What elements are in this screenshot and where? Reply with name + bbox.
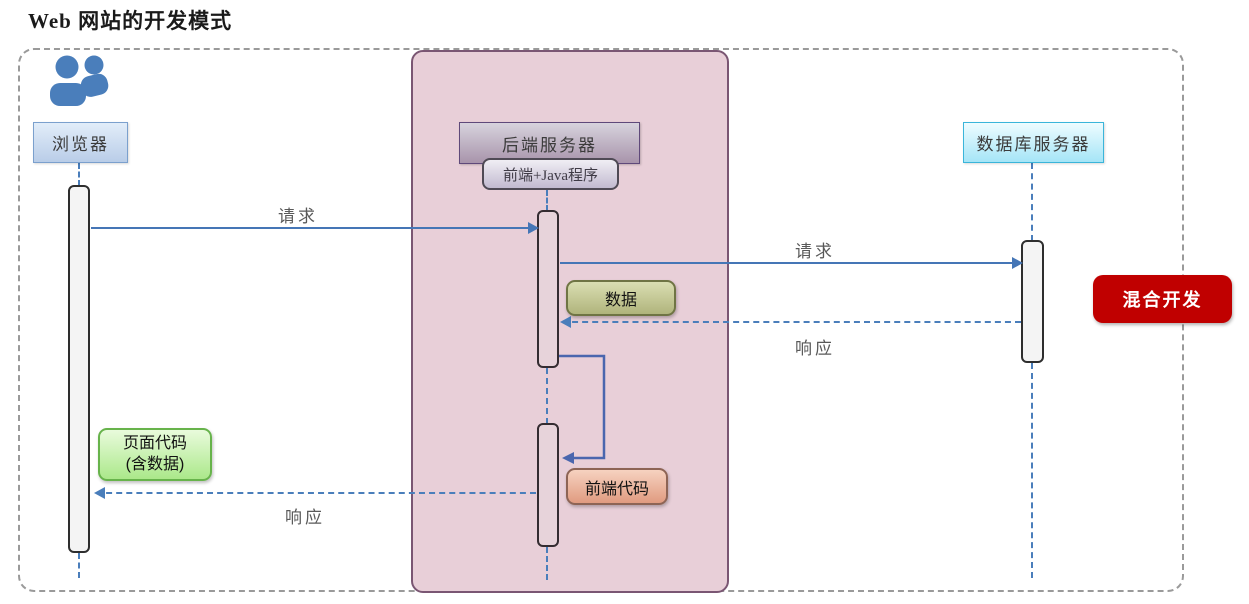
arrow-request-browser-to-backend bbox=[91, 222, 539, 234]
backend-lifeline bbox=[546, 190, 548, 211]
database-lifeline bbox=[1031, 163, 1033, 241]
arrowhead-left-icon bbox=[94, 487, 105, 499]
database-lifeline bbox=[1031, 363, 1033, 578]
hybrid-development-badge-label: 混合开发 bbox=[1122, 290, 1203, 310]
arrow-response-backend-to-browser bbox=[94, 487, 536, 499]
arrowhead-left-icon bbox=[560, 316, 571, 328]
arrow-response-database-to-backend bbox=[560, 316, 1021, 328]
backend-activation-bar-1 bbox=[537, 210, 559, 368]
database-activation-bar bbox=[1021, 240, 1044, 363]
backend-sublabel-box: 前端+Java程序 bbox=[482, 158, 619, 190]
actor-database-server: 数据库服务器 bbox=[963, 122, 1104, 163]
actor-browser-label: 浏览器 bbox=[52, 135, 109, 154]
actor-database-label: 数据库服务器 bbox=[976, 135, 1091, 154]
actor-backend-server: 后端服务器 bbox=[459, 122, 640, 164]
note-page-code-line2: (含数据) bbox=[125, 455, 185, 473]
actor-browser: 浏览器 bbox=[33, 122, 128, 163]
note-page-code-line1: 页面代码 bbox=[122, 434, 187, 452]
backend-lifeline bbox=[546, 368, 548, 424]
note-data: 数据 bbox=[566, 280, 676, 316]
note-frontend-code-label: 前端代码 bbox=[584, 480, 649, 498]
label-response-2: 响应 bbox=[285, 508, 325, 527]
label-response-1: 响应 bbox=[795, 339, 835, 358]
hybrid-development-badge: 混合开发 bbox=[1093, 275, 1232, 323]
users-icon bbox=[50, 55, 109, 106]
note-frontend-code: 前端代码 bbox=[566, 468, 668, 505]
arrowhead-right-icon bbox=[528, 222, 539, 234]
backend-lifeline bbox=[546, 547, 548, 580]
browser-lifeline bbox=[78, 553, 80, 578]
arrowhead-right-icon bbox=[1012, 257, 1023, 269]
backend-sublabel: 前端+Java程序 bbox=[502, 167, 599, 184]
backend-activation-bar-2 bbox=[537, 423, 559, 547]
browser-lifeline bbox=[78, 163, 80, 186]
actor-backend-label: 后端服务器 bbox=[502, 135, 597, 155]
arrow-request-backend-to-database bbox=[560, 257, 1023, 269]
note-page-code: 页面代码 (含数据) bbox=[98, 428, 212, 481]
note-data-label: 数据 bbox=[604, 292, 637, 309]
label-request-2: 请求 bbox=[795, 242, 835, 261]
page-title: Web 网站的开发模式 bbox=[28, 9, 233, 33]
label-request-1: 请求 bbox=[278, 207, 318, 226]
browser-activation-bar bbox=[68, 185, 90, 553]
arrow-backend-self-loop bbox=[559, 354, 606, 464]
